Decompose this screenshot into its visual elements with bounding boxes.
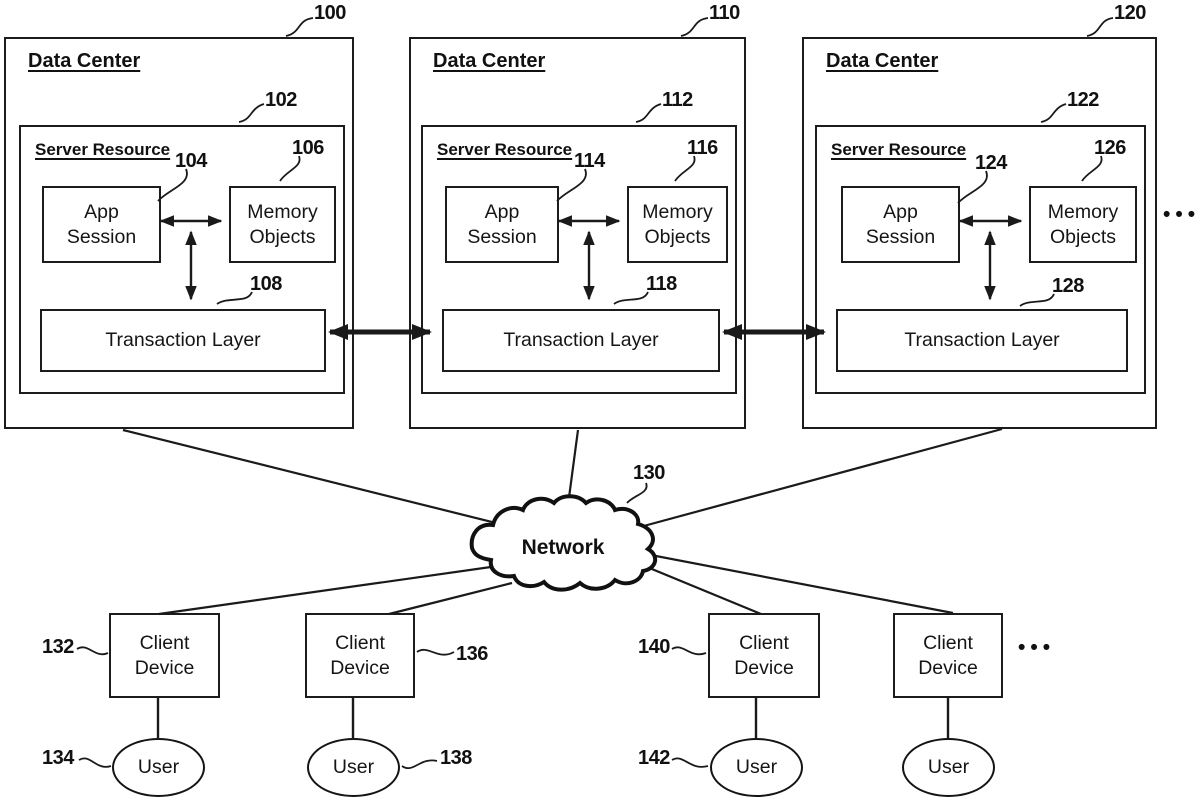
- ref-label-128: 128: [1052, 275, 1084, 297]
- memory-objects-label: Memory Objects: [642, 200, 713, 248]
- leader-ref-120: [1086, 17, 1114, 37]
- user-ellipse-2: User: [307, 738, 400, 797]
- client-device-label: Client Device: [330, 631, 390, 679]
- server-resource-title: Server Resource: [437, 140, 573, 159]
- client-device-box-4: Client Device: [893, 613, 1003, 698]
- line-network-client3: [624, 556, 762, 616]
- client-device-box-2: Client Device: [305, 613, 415, 698]
- client-device-label: Client Device: [134, 631, 195, 679]
- leader-ref-138: [401, 759, 438, 769]
- transaction-layer-label: Transaction Layer: [904, 329, 1060, 351]
- app-session-label: App Session: [467, 200, 537, 248]
- client-device-box-3: Client Device: [708, 613, 820, 698]
- data-center-title: Data Center: [433, 50, 546, 72]
- line-network-client4: [634, 550, 954, 615]
- leader-ref-132: [76, 646, 109, 656]
- transaction-layer-box-2: Transaction Layer: [442, 309, 720, 372]
- user-label: User: [332, 756, 375, 778]
- leader-ref-134: [78, 757, 112, 768]
- memory-objects-box-1: Memory Objects: [229, 186, 336, 263]
- line-network-client2: [388, 581, 513, 616]
- leader-ref-110: [680, 17, 709, 37]
- server-resource-title: Server Resource: [35, 140, 171, 159]
- memory-objects-box-2: Memory Objects: [627, 186, 728, 263]
- ref-label-142: 142: [638, 747, 670, 769]
- ref-label-112: 112: [662, 89, 693, 111]
- transaction-layer-label: Transaction Layer: [105, 329, 261, 351]
- ref-label-130: 130: [633, 462, 665, 484]
- ref-label-120: 120: [1114, 2, 1146, 24]
- more-data-centers-ellipsis: •••: [1163, 203, 1200, 226]
- ref-label-118: 118: [646, 273, 677, 295]
- ref-label-138: 138: [440, 747, 472, 769]
- ref-label-110: 110: [709, 2, 740, 24]
- ref-label-116: 116: [687, 137, 718, 159]
- leader-ref-130: [626, 482, 648, 504]
- ref-label-124: 124: [975, 152, 1007, 174]
- data-center-box-2: Data Center Server Resource App Session …: [409, 37, 746, 429]
- data-center-box-3: Data Center Server Resource App Session …: [802, 37, 1157, 429]
- more-client-devices-ellipsis: •••: [1018, 636, 1056, 659]
- transaction-layer-box-3: Transaction Layer: [836, 309, 1128, 372]
- line-datacenter2-network: [564, 429, 580, 521]
- line-datacenter3-network: [639, 427, 1003, 529]
- ref-label-102: 102: [265, 89, 297, 111]
- leader-ref-142: [671, 757, 709, 768]
- data-center-title: Data Center: [826, 50, 939, 72]
- user-ellipse-3: User: [710, 738, 803, 797]
- leader-ref-140: [671, 646, 707, 656]
- memory-objects-label: Memory Objects: [1047, 200, 1119, 248]
- transaction-layer-box-1: Transaction Layer: [40, 309, 326, 372]
- ref-label-114: 114: [574, 150, 605, 172]
- user-label: User: [735, 756, 778, 778]
- network-label: Network: [521, 536, 605, 559]
- user-ellipse-1: User: [112, 738, 205, 797]
- client-device-box-1: Client Device: [109, 613, 220, 698]
- memory-objects-label: Memory Objects: [247, 200, 318, 248]
- ref-label-104: 104: [175, 150, 207, 172]
- client-device-label: Client Device: [734, 631, 794, 679]
- ref-label-108: 108: [250, 273, 282, 295]
- ref-label-134: 134: [42, 747, 74, 769]
- ref-label-126: 126: [1094, 137, 1126, 159]
- user-label: User: [927, 756, 970, 778]
- user-label: User: [137, 756, 180, 778]
- data-center-box-1: Data Center Server Resource App Session …: [4, 37, 354, 429]
- leader-ref-100: [285, 17, 314, 37]
- memory-objects-box-3: Memory Objects: [1029, 186, 1137, 263]
- ref-label-140: 140: [638, 636, 670, 658]
- server-resource-title: Server Resource: [831, 140, 967, 159]
- leader-ref-136: [416, 648, 455, 656]
- app-session-label: App Session: [865, 200, 936, 248]
- ref-label-132: 132: [42, 636, 74, 658]
- line-network-client1: [158, 563, 506, 616]
- app-session-label: App Session: [66, 200, 137, 248]
- line-datacenter1-network: [122, 428, 521, 531]
- client-device-label: Client Device: [918, 631, 978, 679]
- ref-label-122: 122: [1067, 89, 1099, 111]
- user-ellipse-4: User: [902, 738, 995, 797]
- transaction-layer-label: Transaction Layer: [503, 329, 659, 351]
- data-center-title: Data Center: [28, 50, 141, 72]
- ref-label-136: 136: [456, 643, 488, 665]
- ref-label-100: 100: [314, 2, 346, 24]
- app-session-box-1: App Session: [42, 186, 161, 263]
- app-session-box-3: App Session: [841, 186, 960, 263]
- app-session-box-2: App Session: [445, 186, 559, 263]
- ref-label-106: 106: [292, 137, 324, 159]
